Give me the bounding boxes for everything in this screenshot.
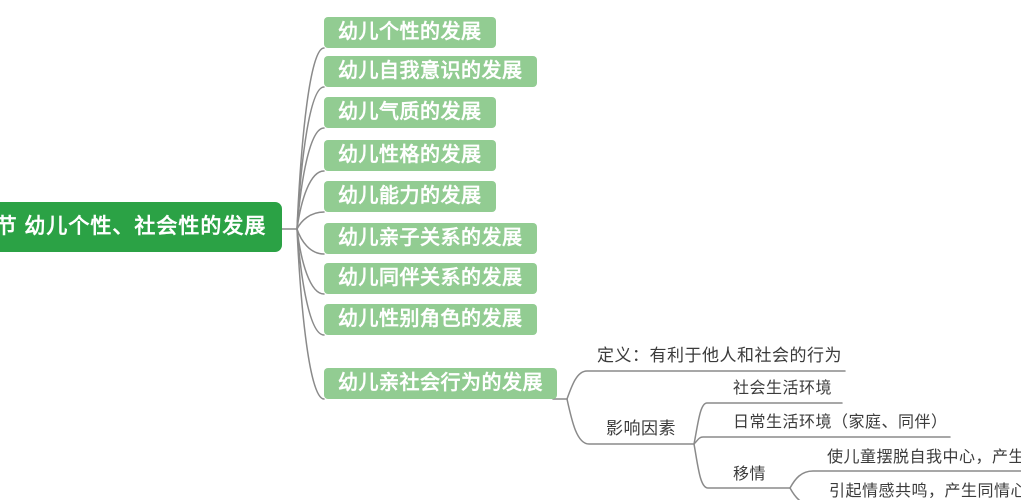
connector xyxy=(296,211,325,230)
connector xyxy=(296,228,325,255)
factor-empathy[interactable]: 移情 xyxy=(733,466,767,483)
connector xyxy=(789,470,1021,489)
definition-topic[interactable]: 定义：有利于他人和社会的行为 xyxy=(597,346,842,365)
branch-topic-ability[interactable]: 幼儿能力的发展 xyxy=(324,181,496,212)
connector xyxy=(566,398,695,445)
connector xyxy=(789,487,801,500)
factor-social-environment[interactable]: 社会生活环境 xyxy=(733,380,833,397)
branch-topic-self-awareness[interactable]: 幼儿自我意识的发展 xyxy=(324,56,537,87)
branch-topic-temperament[interactable]: 幼儿气质的发展 xyxy=(324,97,496,128)
connector xyxy=(296,47,325,230)
connector xyxy=(566,370,846,400)
connector xyxy=(296,228,325,400)
connector xyxy=(693,402,843,445)
factors-topic[interactable]: 影响因素 xyxy=(606,419,676,438)
connector xyxy=(296,170,325,230)
empathy-effect-1[interactable]: 使儿童摆脱自我中心，产生利 xyxy=(827,449,1021,466)
branch-topic-character[interactable]: 幼儿性格的发展 xyxy=(324,140,496,171)
branch-topic-gender-role[interactable]: 幼儿性别角色的发展 xyxy=(324,304,537,335)
empathy-effect-2[interactable]: 引起情感共鸣，产生同情心和 xyxy=(829,483,1021,500)
branch-topic-personality[interactable]: 幼儿个性的发展 xyxy=(324,17,496,48)
branch-topic-peer-relations[interactable]: 幼儿同伴关系的发展 xyxy=(324,263,537,294)
branch-topic-parent-child[interactable]: 幼儿亲子关系的发展 xyxy=(324,223,537,254)
connector xyxy=(693,436,951,445)
connector xyxy=(296,127,325,230)
root-topic[interactable]: 节 幼儿个性、社会性的发展 xyxy=(0,202,282,252)
factor-daily-environment[interactable]: 日常生活环境（家庭、同伴） xyxy=(733,414,948,431)
connector xyxy=(693,443,791,489)
branch-topic-prosocial[interactable]: 幼儿亲社会行为的发展 xyxy=(324,368,557,399)
